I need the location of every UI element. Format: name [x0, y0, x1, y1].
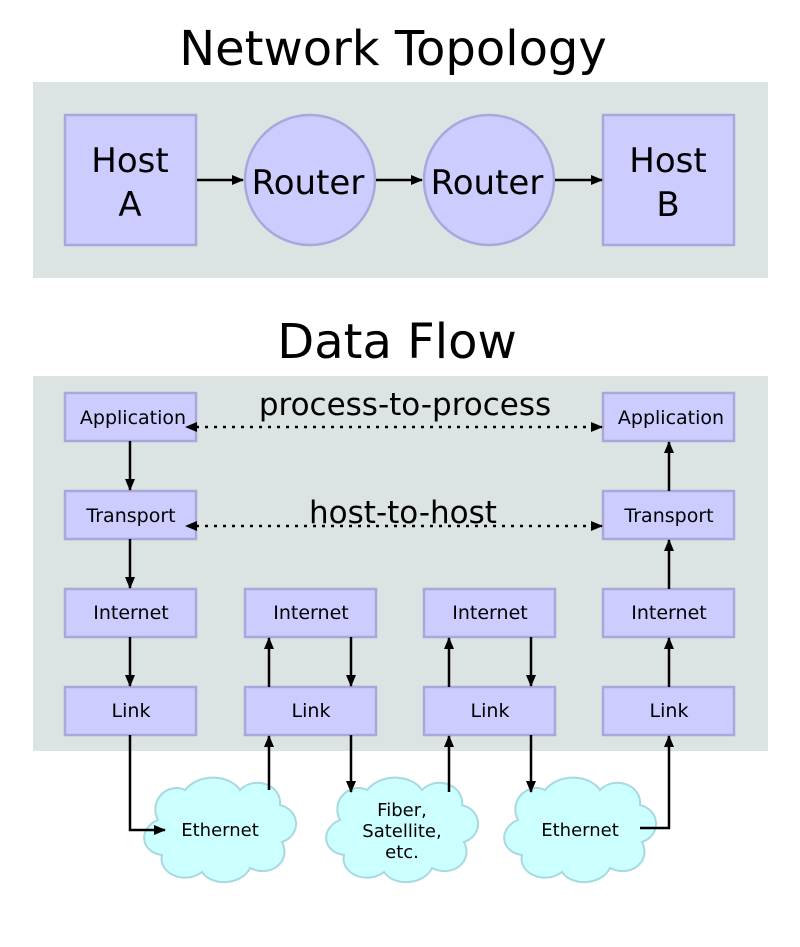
- topology-title: Network Topology: [179, 21, 607, 77]
- left-host-stack: Application Transport Internet Link: [63, 391, 198, 737]
- router-1-node: Router: [243, 113, 377, 247]
- router-2-label: Router: [431, 163, 544, 203]
- host-b-label-line1: Host: [629, 141, 706, 181]
- router-2-internet-layer: [422, 587, 557, 639]
- fiber-cloud-label-line2: Satellite,: [362, 821, 441, 842]
- router-1-label: Router: [252, 163, 365, 203]
- host-a-label-line2: A: [118, 185, 141, 225]
- right-application-label: Application: [618, 407, 724, 429]
- router-1-link-label: Link: [292, 700, 331, 722]
- router-2-node: Router: [422, 113, 556, 247]
- fiber-cloud-label-line1: Fiber,: [377, 800, 427, 821]
- left-application-layer: [63, 391, 198, 443]
- right-transport-layer: [601, 489, 736, 541]
- left-internet-layer: [63, 587, 198, 639]
- router-2-stack: Internet Link: [422, 587, 557, 737]
- arrow-left-link-to-ethernet: [128, 735, 166, 835]
- left-application-label: Application: [80, 407, 186, 429]
- host-b-node: Host B: [601, 113, 736, 247]
- left-link-label: Link: [112, 700, 151, 722]
- fiber-cloud-label-line3: etc.: [385, 842, 419, 863]
- left-transport-layer: [63, 489, 198, 541]
- ethernet-cloud-left-label: Ethernet: [181, 820, 259, 841]
- ethernet-cloud-right: Ethernet: [503, 776, 658, 884]
- right-application-layer: [601, 391, 736, 443]
- router-2-internet-label: Internet: [452, 602, 527, 624]
- left-internet-label: Internet: [93, 602, 168, 624]
- ethernet-cloud-right-label: Ethernet: [541, 820, 619, 841]
- right-internet-label: Internet: [631, 602, 706, 624]
- host-a-label-line1: Host: [91, 141, 168, 181]
- left-transport-label: Transport: [85, 505, 175, 527]
- router-1-stack: Internet Link: [243, 587, 378, 737]
- right-host-stack: Application Transport Internet Link: [601, 391, 736, 737]
- right-link-label: Link: [650, 700, 689, 722]
- router-1-internet-label: Internet: [273, 602, 348, 624]
- dataflow-title: Data Flow: [277, 314, 516, 370]
- router-2-link-label: Link: [471, 700, 510, 722]
- arrow-ethernet-to-right-link: [640, 735, 674, 830]
- right-transport-label: Transport: [623, 505, 713, 527]
- process-to-process-label: process-to-process: [259, 387, 551, 423]
- host-a-node: Host A: [63, 113, 198, 247]
- host-b-label-line2: B: [656, 185, 679, 225]
- router-1-internet-layer: [243, 587, 378, 639]
- ethernet-cloud-left: Ethernet: [143, 776, 298, 884]
- fiber-satellite-cloud: Fiber, Satellite, etc.: [325, 776, 480, 884]
- router-2-link-layer: [422, 685, 557, 737]
- router-1-link-layer: [243, 685, 378, 737]
